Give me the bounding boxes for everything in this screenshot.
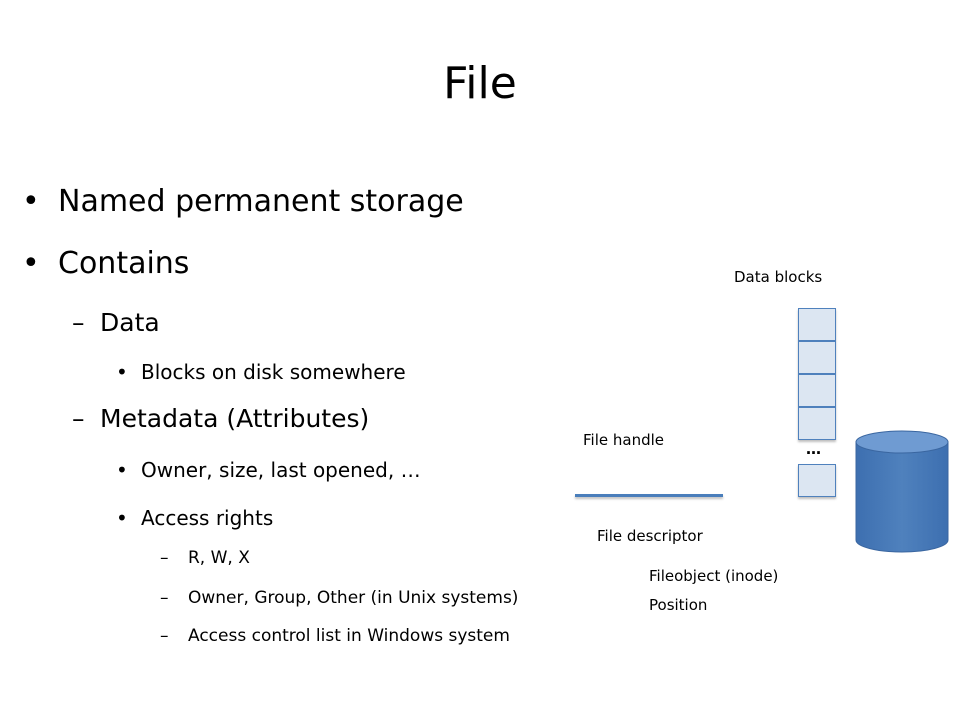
bullet-dash-marker: – <box>72 308 85 337</box>
bullet-owner-group-other: Owner, Group, Other (in Unix systems) <box>188 588 519 608</box>
bullet-marker: • <box>116 506 128 530</box>
data-block <box>798 308 836 341</box>
bullet-access-control-list: Access control list in Windows system <box>188 626 510 646</box>
file-handle-label: File handle <box>583 431 664 449</box>
disk-cylinder-icon <box>855 430 949 553</box>
bullet-rwx: R, W, X <box>188 548 250 568</box>
bullet-marker: • <box>22 246 40 281</box>
fileobject-label: Fileobject (inode) <box>649 567 779 585</box>
data-blocks-label: Data blocks <box>734 268 823 286</box>
data-block-stack <box>798 308 836 440</box>
bullet-dash-marker: – <box>160 548 169 568</box>
bullet-contains: Contains <box>58 246 190 281</box>
file-handle-line <box>575 494 723 497</box>
bullet-dash-marker: – <box>160 626 169 646</box>
bullet-dash-marker: – <box>72 404 85 433</box>
bullet-marker: • <box>22 184 40 219</box>
bullet-dash-marker: – <box>160 588 169 608</box>
bullet-owner-size: Owner, size, last opened, … <box>141 458 421 482</box>
data-block <box>798 464 836 497</box>
bullet-metadata: Metadata (Attributes) <box>100 404 370 433</box>
blocks-ellipsis: … <box>806 440 821 458</box>
slide-title: File <box>443 58 517 109</box>
bullet-access-rights: Access rights <box>141 506 274 530</box>
data-block <box>798 407 836 440</box>
bullet-marker: • <box>116 360 128 384</box>
bullet-named-permanent-storage: Named permanent storage <box>58 184 464 219</box>
bullet-data: Data <box>100 308 160 337</box>
data-block <box>798 374 836 407</box>
data-block <box>798 341 836 374</box>
bullet-blocks-on-disk: Blocks on disk somewhere <box>141 360 406 384</box>
position-label: Position <box>649 596 708 614</box>
bullet-marker: • <box>116 458 128 482</box>
file-descriptor-label: File descriptor <box>597 527 703 545</box>
